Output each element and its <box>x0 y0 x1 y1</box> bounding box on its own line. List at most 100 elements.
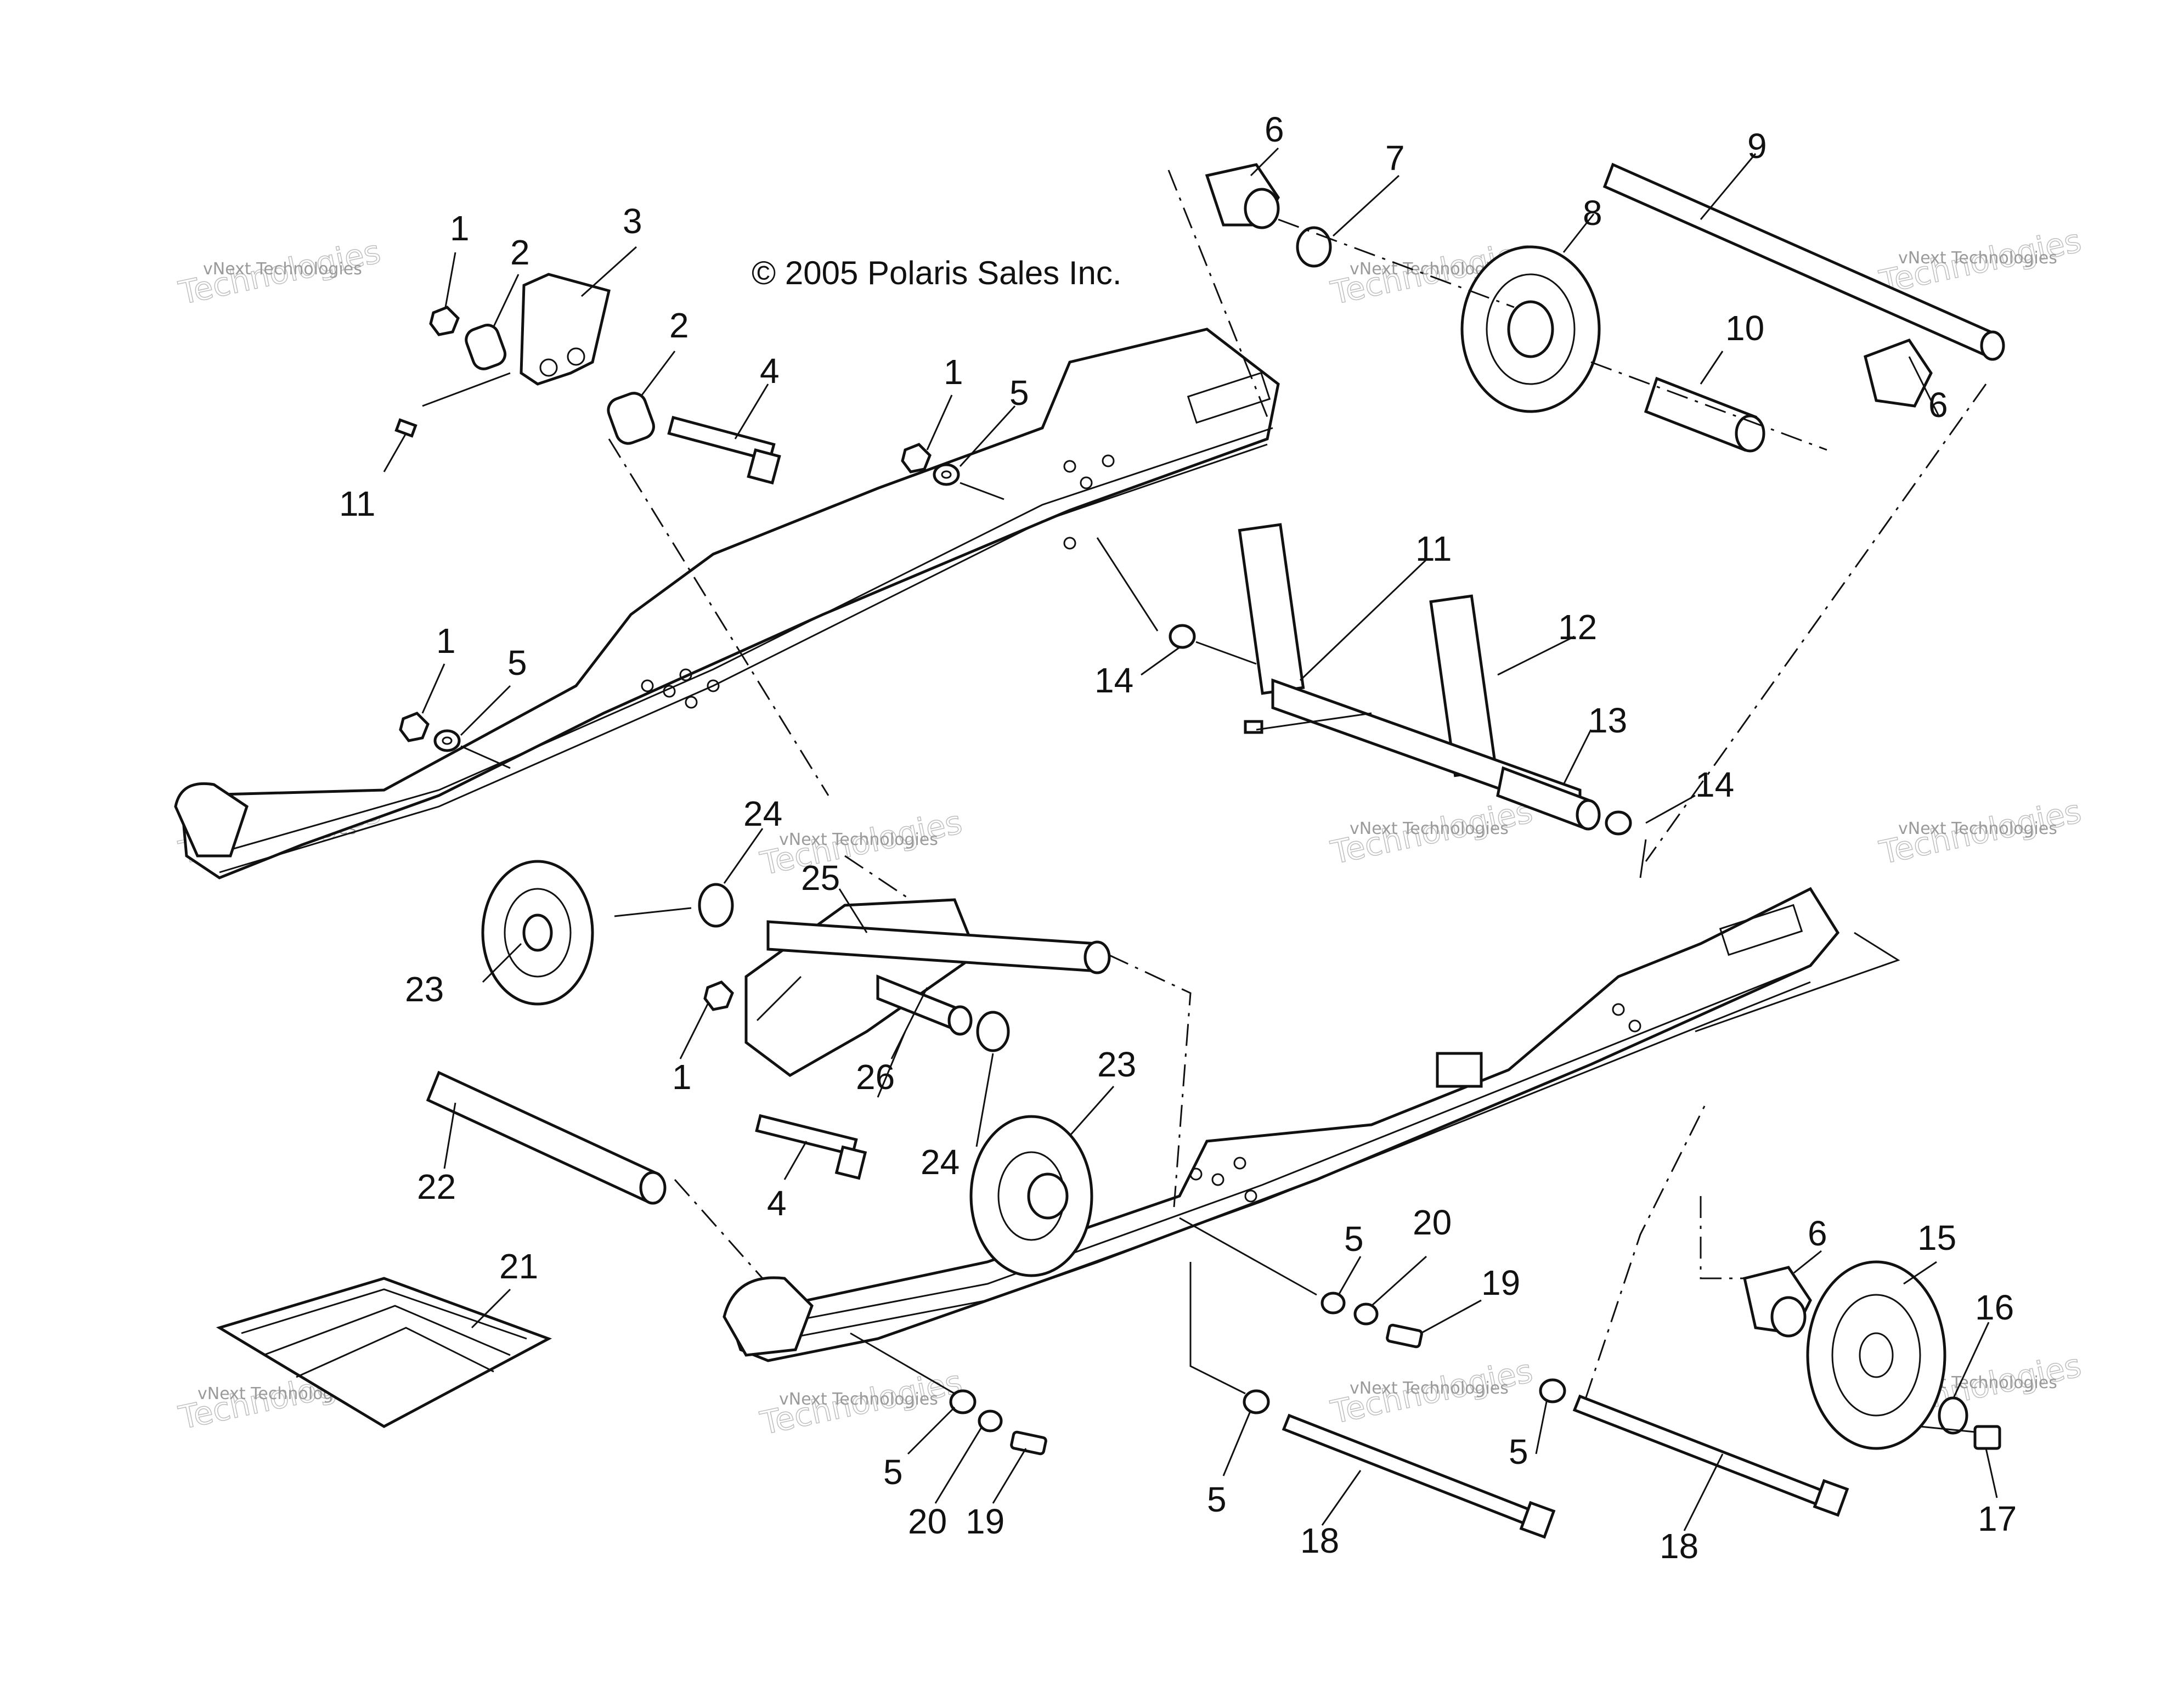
washer-14-b <box>1605 810 1632 836</box>
callout-label: 1 <box>450 208 470 248</box>
ring-24-a <box>698 883 734 928</box>
nut-1-b <box>901 443 932 473</box>
callout-label: 26 <box>856 1057 895 1097</box>
callout-label: 23 <box>1097 1045 1136 1084</box>
link-3 <box>520 273 611 386</box>
callout-label: 5 <box>1009 373 1029 413</box>
spacer-2-a <box>465 324 507 370</box>
ring-24-b <box>976 1011 1010 1052</box>
watermark-small: vNext Technologies <box>1350 1379 1509 1398</box>
cap-6-c <box>1743 1266 1812 1338</box>
bolt-18-a <box>1282 1413 1556 1539</box>
callout-label: 6 <box>1265 110 1284 149</box>
callout-label: 20 <box>908 1502 947 1541</box>
shaft-13 <box>1496 766 1601 831</box>
bolt-19-a <box>1386 1323 1423 1349</box>
callout-label: 19 <box>1481 1263 1520 1302</box>
callout-label: 7 <box>1385 138 1405 178</box>
lower-rail <box>723 887 1840 1362</box>
wheel-15 <box>1806 1260 1946 1450</box>
callout-label: 21 <box>499 1247 538 1286</box>
watermark-small: vNext Technologies <box>779 1390 938 1409</box>
callout-label: 16 <box>1975 1288 2014 1327</box>
callout-label: 17 <box>1978 1499 2017 1538</box>
callout-label: 4 <box>760 351 780 391</box>
callout-label: 13 <box>1588 701 1627 740</box>
callout-label: 15 <box>1917 1218 1956 1258</box>
bolt-19-b <box>1010 1430 1047 1456</box>
wheel-23-a <box>481 860 594 1006</box>
callout-label: 6 <box>1928 385 1948 425</box>
watermark-small: vNext Technologies <box>779 830 938 849</box>
callouts: 1 2 3 2 4 1 5 11 1 5 6 7 8 9 10 6 11 12 … <box>339 110 2017 1566</box>
callout-label: 24 <box>921 1142 960 1182</box>
callout-label: 9 <box>1747 126 1767 166</box>
bolt-17 <box>1973 1425 2001 1450</box>
nut-1-c <box>399 712 430 742</box>
callout-label: 5 <box>1509 1432 1528 1471</box>
nut-1-a <box>429 306 460 336</box>
spacer-2-b <box>607 392 655 445</box>
callout-label: 8 <box>1583 193 1602 233</box>
callout-label: 12 <box>1558 607 1597 647</box>
callout-label: 14 <box>1695 765 1734 804</box>
washer-14-a <box>1169 624 1196 649</box>
callout-label: 18 <box>1300 1521 1339 1560</box>
assembly-lines <box>422 170 1987 1433</box>
watermark-small: vNext Technologies <box>1898 249 2057 268</box>
callout-label: 2 <box>669 306 689 345</box>
axle-22 <box>426 1070 667 1205</box>
pivot-arm-25 <box>744 898 1111 1077</box>
nut-1-d <box>703 980 734 1011</box>
callout-label: 1 <box>436 621 456 661</box>
wheel-8 <box>1460 245 1601 413</box>
bolt-4-a <box>667 415 781 485</box>
callout-label: 5 <box>507 643 527 683</box>
callout-label: 11 <box>339 484 375 523</box>
watermark-small: vNext Technologies <box>203 260 362 279</box>
callout-label: 5 <box>883 1452 903 1492</box>
callout-label: 5 <box>1207 1480 1227 1519</box>
washer-5-f <box>1539 1378 1566 1403</box>
upper-rail <box>174 328 1280 879</box>
callout-label: 1 <box>672 1057 692 1097</box>
washer-5-e <box>1243 1389 1270 1414</box>
bracket-12 <box>1238 523 1582 820</box>
callout-label: 25 <box>801 858 840 898</box>
callout-label: 18 <box>1660 1526 1698 1566</box>
bolt-4-b <box>755 1114 867 1180</box>
watermark-small: vNext Technologies <box>1898 819 2057 838</box>
cap-6-a <box>1205 163 1280 229</box>
bolt-18-b <box>1572 1394 1849 1517</box>
washer-5-d <box>949 1389 977 1414</box>
axle-9 <box>1602 162 2005 361</box>
callout-label: 10 <box>1725 308 1764 348</box>
set-screw-11-a <box>394 418 417 438</box>
washer-20-a <box>1353 1302 1379 1326</box>
washer-5-a <box>933 463 960 486</box>
callout-label: 23 <box>405 969 444 1009</box>
set-screw-11-b <box>1244 720 1263 734</box>
washer-20-b <box>978 1409 1003 1433</box>
callout-label: 19 <box>966 1502 1004 1541</box>
ring-7 <box>1296 226 1332 268</box>
callout-label: 4 <box>767 1183 787 1223</box>
wheel-23-b <box>969 1115 1093 1277</box>
slide-21 <box>216 1277 552 1428</box>
callout-label: 5 <box>1344 1219 1364 1259</box>
callout-label: 20 <box>1413 1203 1452 1242</box>
callout-label: 1 <box>944 352 963 392</box>
cap-6-b <box>1864 338 1933 408</box>
callout-label: 3 <box>623 201 642 241</box>
washer-5-b <box>433 729 461 752</box>
copyright-text: © 2005 Polaris Sales Inc. <box>752 255 1122 291</box>
callout-label: 22 <box>417 1167 456 1206</box>
callout-label: 2 <box>510 233 530 272</box>
watermark-small: vNext Technologies <box>1350 819 1509 838</box>
callout-label: 11 <box>1415 529 1452 568</box>
callout-label: 14 <box>1094 661 1133 700</box>
spacer-10 <box>1644 376 1765 453</box>
washer-5-c <box>1320 1292 1346 1315</box>
callout-label: 6 <box>1808 1214 1827 1253</box>
